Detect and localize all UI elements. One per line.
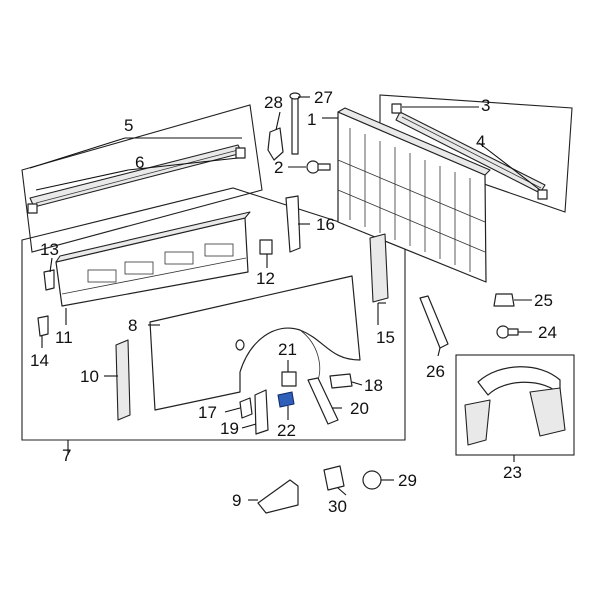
callout-4: 4 [476,132,485,151]
part-11-side-inner-panel[interactable] [55,211,251,307]
part-22-clip[interactable] [277,391,295,408]
part-10-front-pillar[interactable] [115,339,131,421]
group-frame-5-6 [21,104,263,253]
part-9-bracket[interactable] [257,479,299,514]
callout-18: 18 [364,376,383,395]
part-12-bracket[interactable] [259,239,273,255]
callout-19: 19 [220,419,239,438]
callout-17: 17 [198,403,217,422]
part-28-bracket[interactable] [267,127,284,161]
callout-22: 22 [277,421,296,440]
part-21-bracket[interactable] [281,371,297,387]
part-1-front-panel[interactable] [337,107,491,283]
group-frame-23 [455,354,575,456]
part-25-nut[interactable] [493,293,515,307]
callout-3: 3 [481,96,490,115]
callout-20: 20 [350,399,369,418]
callout-26: 26 [426,362,445,381]
part-8-side-outer-panel[interactable] [149,275,361,411]
part-20-brace[interactable] [307,377,339,425]
callout-6: 6 [135,153,144,172]
callout-24: 24 [538,323,557,342]
part-15-rear-pillar[interactable] [369,233,389,303]
callout-27: 27 [314,88,333,107]
callout-29: 29 [398,471,417,490]
part-4-front-rail-cap[interactable] [391,103,548,200]
callout-9: 9 [232,491,241,510]
group-frame-7 [21,187,406,441]
callout-30: 30 [328,497,347,516]
part-14-clip[interactable] [37,315,49,337]
callout-7: 7 [62,446,71,465]
part-30-cap[interactable] [323,465,345,491]
leader-lines [29,96,541,501]
callout-1: 1 [307,110,316,129]
callout-11: 11 [55,328,73,347]
callout-16: 16 [316,215,335,234]
callout-13: 13 [40,240,59,259]
part-24-screw[interactable] [496,325,519,339]
callout-8: 8 [128,316,137,335]
part-29-plug[interactable] [362,470,382,490]
callout-21: 21 [278,340,297,359]
part-23-wheelhouse-liner[interactable] [464,366,566,446]
part-19-bracket[interactable] [254,389,269,435]
part-27-bolt[interactable] [289,92,301,155]
callout-15: 15 [376,328,395,347]
part-26-brace[interactable] [419,295,449,349]
callout-23: 23 [503,463,522,482]
callout-12: 12 [256,269,275,288]
callout-25: 25 [534,291,553,310]
part-17-bracket[interactable] [239,397,253,419]
callout-2: 2 [274,158,283,177]
part-13-clip[interactable] [43,269,55,291]
callout-5: 5 [124,116,133,135]
callout-10: 10 [80,367,99,386]
callout-14: 14 [30,351,49,370]
part-6-bed-rail-cap[interactable] [27,144,246,214]
part-16-hinge-bracket[interactable] [285,195,301,253]
part-18-bracket[interactable] [329,373,353,389]
part-2-bolt[interactable] [306,160,331,174]
callout-28: 28 [264,93,283,112]
